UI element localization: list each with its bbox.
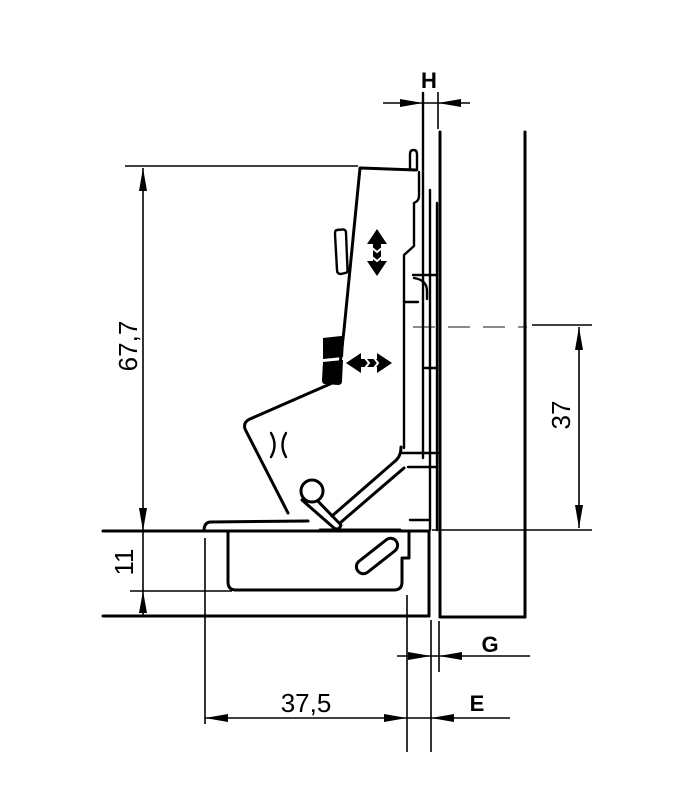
cup-body: [226, 530, 411, 592]
dim-h: [383, 92, 470, 129]
dim-cup-pattern-and-edge: [204, 538, 510, 752]
horizontal-adjust-arrow-icon: [346, 353, 392, 373]
dim-label-axis: 37: [546, 401, 576, 430]
knuckle-pivot: [299, 478, 325, 504]
dim-label-gap: G: [481, 632, 498, 657]
cup-screw: [354, 536, 400, 576]
cabinet-side-panel: [438, 130, 527, 619]
vertical-adjust-arrow-icon: [367, 229, 387, 276]
dim-label-arm-height: 67,7: [113, 321, 143, 372]
dim-label-h: H: [421, 68, 437, 93]
dim-label-cup-depth: 11: [109, 549, 139, 576]
dim-label-cup-pattern: 37,5: [281, 688, 332, 718]
mounting-plate: [400, 91, 440, 532]
clip-tab: [408, 148, 419, 172]
dimension-lines: [125, 92, 592, 752]
dim-gap: [397, 621, 530, 672]
dim-label-edge: E: [470, 691, 485, 716]
hinge-arm: [243, 148, 419, 532]
dimension-labels: H 67,7 11 37 37,5 G E: [109, 68, 576, 718]
cup-flange: [202, 519, 310, 533]
link-bar: [300, 492, 343, 531]
break-mark: [269, 431, 288, 459]
cam-screw: [322, 336, 344, 385]
hinge-cup: [202, 478, 411, 592]
dim-axis: [432, 324, 592, 531]
cam-tab: [333, 228, 349, 276]
adjustment-arrows: [346, 229, 392, 373]
dim-arm-height: [125, 165, 358, 617]
